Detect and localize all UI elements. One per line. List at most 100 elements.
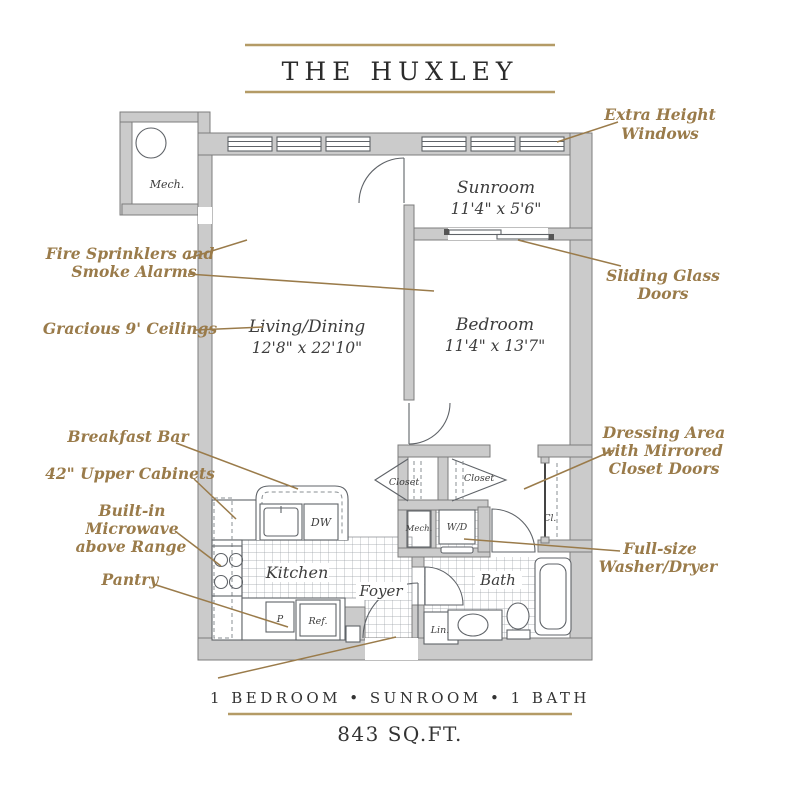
entry-door-opening	[365, 638, 418, 660]
mirrored-door-jamb	[540, 536, 550, 544]
footer-summary: 1 BEDROOM • SUNROOM • 1 BATH	[210, 689, 590, 707]
range-box	[211, 545, 243, 597]
sliding-door-stop	[444, 229, 449, 235]
dressing-closet-bottom-wall	[537, 539, 593, 553]
window	[325, 136, 371, 152]
annotation-microwave: above Range	[76, 537, 187, 556]
refrigerator-inner	[299, 603, 337, 637]
annotation-dressing-area: with Mirrored	[601, 441, 723, 460]
annotation-microwave: Microwave	[84, 519, 178, 538]
room-label-refrigerator: Ref.	[308, 616, 328, 627]
mech-room-bottom-wall	[121, 203, 211, 216]
room-label-pantry-abbr: P	[276, 614, 284, 625]
room-label-mech-top: Mech.	[149, 178, 185, 191]
annotation-ceilings: Gracious 9' Ceilings	[43, 319, 217, 338]
closet-top-wall	[397, 444, 491, 458]
bath-fixtures	[135, 127, 572, 645]
living-bedroom-divider-wall	[403, 204, 415, 401]
footer: 1 BEDROOM • SUNROOM • 1 BATH 843 SQ.FT.	[210, 689, 590, 746]
bath-sink-basin	[457, 613, 489, 637]
water-heater	[135, 127, 167, 159]
window	[227, 136, 273, 152]
closet-divider-wall	[437, 456, 449, 506]
footer-area: 843 SQ.FT.	[337, 722, 463, 746]
room-dims-sunroom: 11'4" x 5'6"	[451, 200, 542, 218]
room-dims-bedroom: 11'4" x 13'7"	[445, 337, 546, 355]
room-label-kitchen: Kitchen	[265, 563, 329, 582]
room-label-bath: Bath	[479, 571, 516, 589]
annotation-fire-sprinklers: Fire Sprinklers and	[45, 244, 215, 263]
leader-washer-dryer	[463, 538, 621, 552]
leader-microwave	[174, 530, 222, 567]
dressing-closet-top-wall	[537, 444, 593, 458]
annotation-sliding-doors: Sliding Glass	[606, 266, 720, 285]
hall-door-swing	[491, 508, 536, 553]
annotation-washer-dryer: Full-size	[622, 539, 697, 558]
title-block: THE HUXLEY	[245, 43, 555, 94]
sunroom-door-swing	[358, 157, 405, 204]
annotation-sliding-doors: Doors	[636, 284, 688, 303]
room-label-sunroom: Sunroom	[457, 178, 535, 198]
window-pane	[470, 136, 516, 152]
hall-right-wall	[477, 506, 491, 553]
room-label-dishwasher: DW	[310, 516, 333, 529]
leader-breakfast-bar	[175, 442, 299, 490]
closet-bifold-door-right	[451, 458, 508, 502]
annotation-fire-sprinklers: Smoke Alarms	[71, 262, 196, 281]
room-label-washer-dryer: W/D	[447, 522, 468, 533]
room-label-linen: Lin.	[430, 625, 450, 636]
label-backing	[266, 563, 329, 582]
annotations: Extra Height Windows Fire Sprinklers and…	[43, 105, 725, 589]
range-burner	[213, 574, 229, 590]
annotation-upper-cabinets: 42" Upper Cabinets	[45, 464, 215, 483]
annotation-pantry: Pantry	[101, 570, 160, 589]
range-burner	[213, 552, 229, 568]
pantry-box	[265, 601, 295, 633]
room-label-bedroom: Bedroom	[455, 315, 534, 335]
annotation-extra-height-windows: Windows	[621, 124, 699, 143]
window-pane	[276, 136, 322, 152]
room-dims-living-dining: 12'8" x 22'10"	[252, 339, 362, 357]
leader-sliding-doors	[517, 239, 622, 267]
breakfast-bar-overhang-dashed	[261, 491, 343, 534]
window-pane	[227, 136, 273, 152]
sliding-glass-door-panel	[496, 233, 550, 240]
bath-door-swing	[424, 566, 464, 606]
mech-closet-box	[406, 510, 432, 548]
window	[276, 136, 322, 152]
leader-entry-door	[217, 636, 397, 679]
leader-dressing-area	[523, 449, 615, 490]
room-label-foyer: Foyer	[358, 582, 403, 600]
room-label-closet-left: Closet	[389, 477, 420, 488]
washer-dryer-box	[438, 509, 476, 545]
room-label-living-dining: Living/Dining	[248, 317, 366, 337]
left-exterior-wall	[197, 154, 213, 661]
annotation-dressing-area: Dressing Area	[602, 423, 725, 442]
room-label-mech-small: Mech.	[405, 524, 433, 534]
annotation-breakfast-bar: Breakfast Bar	[66, 427, 190, 446]
mirrored-door-jamb	[540, 456, 550, 464]
refrigerator-box	[295, 599, 341, 641]
leader-fire-sprinklers	[185, 239, 248, 260]
plan-title: THE HUXLEY	[282, 57, 519, 86]
dishwasher-box	[303, 503, 339, 541]
leader-smoke-alarms	[187, 273, 435, 292]
window	[421, 136, 467, 152]
annotation-washer-dryer: Washer/Dryer	[599, 557, 719, 576]
room-labels: Mech. Sunroom 11'4" x 5'6" Living/Dining…	[149, 178, 557, 636]
label-backing	[356, 582, 407, 600]
bath-left-wall-upper	[411, 556, 425, 568]
toilet-bowl	[506, 602, 530, 630]
label-backing	[475, 571, 522, 589]
leader-lines	[152, 121, 622, 679]
sliding-door-stop	[549, 234, 554, 240]
window	[470, 136, 516, 152]
bedroom-door-swing	[408, 402, 451, 445]
mech-room-top-wall	[119, 111, 211, 123]
sliding-glass-door-panel	[448, 229, 502, 236]
right-exterior-wall	[569, 132, 593, 661]
room-label-closet-right: Closet	[464, 473, 495, 484]
window	[519, 136, 565, 152]
